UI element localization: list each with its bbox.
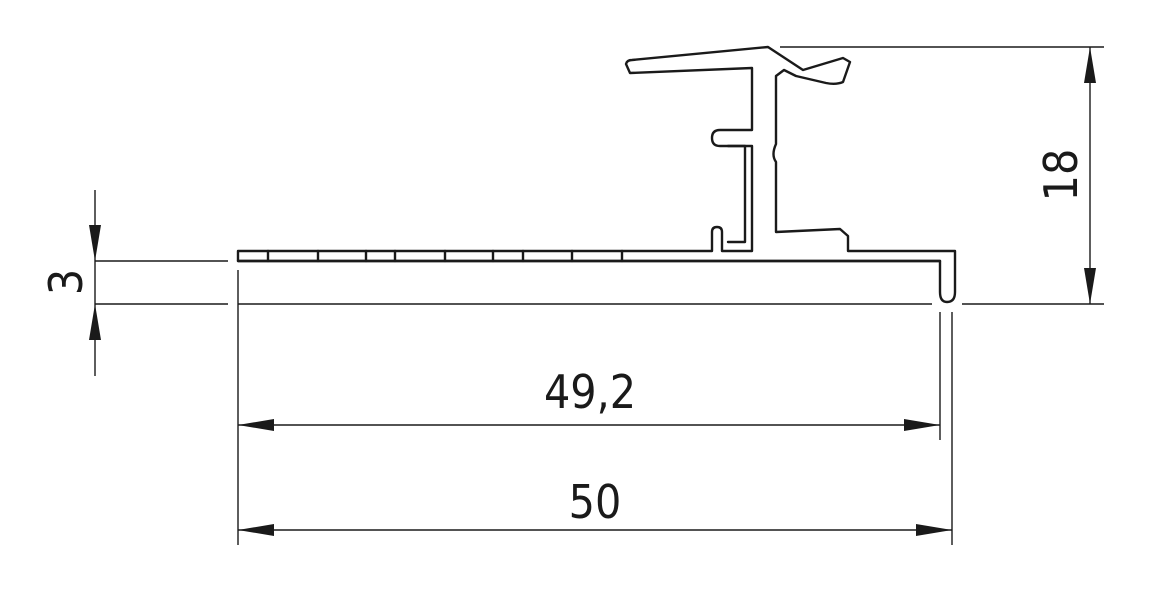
dimension-label-50: 50: [569, 475, 622, 529]
dimension-label-49-2: 49,2: [544, 365, 636, 419]
aluminium-profile: [236, 45, 957, 304]
dimension-overall-width: 50: [238, 475, 952, 536]
extension-lines: [95, 46, 1104, 545]
profile-base-top: [236, 45, 957, 304]
base-serrations: [236, 249, 942, 263]
dimension-label-3: 3: [39, 269, 93, 295]
dimension-height-total: 18: [1034, 47, 1096, 304]
dimension-inner-width: 49,2: [238, 365, 940, 431]
dimension-base-thickness: 3: [39, 190, 101, 376]
profile-inner-web: [726, 144, 747, 244]
dimension-label-18: 18: [1034, 149, 1088, 202]
